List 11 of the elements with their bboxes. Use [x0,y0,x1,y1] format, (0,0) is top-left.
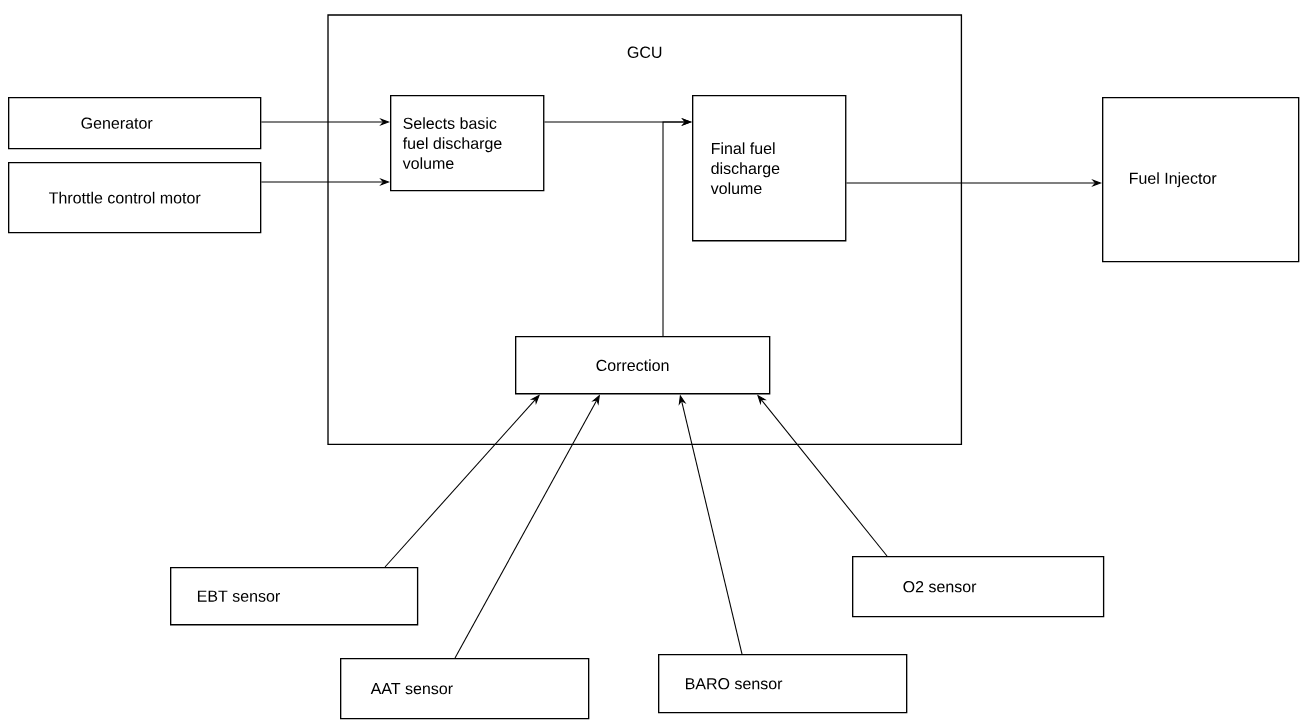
block-box: BARO sensor [658,654,908,714]
arrow [662,117,692,337]
block-box: EBT sensor [170,567,419,626]
block-box: Correction [515,336,771,395]
block-box: O2 sensor [852,556,1105,618]
block-box: Selects basic fuel discharge volume [390,95,545,192]
block-box: Throttle control motor [8,162,262,234]
block-box: Final fuel discharge volume [692,95,847,242]
block-box: AAT sensor [340,658,590,720]
block-box: Generator [8,97,262,150]
block-box: Fuel Injector [1102,97,1300,263]
